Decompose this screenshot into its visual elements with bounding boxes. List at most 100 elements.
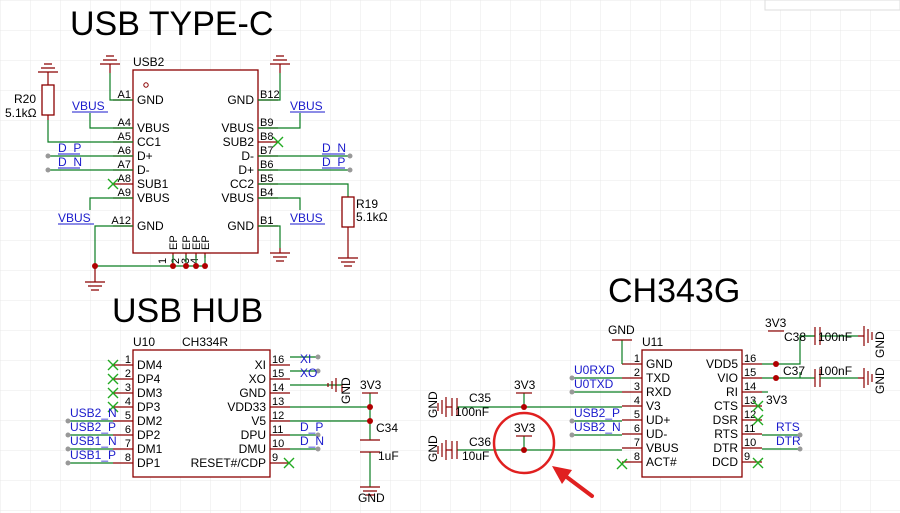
c36-value: 10uF <box>462 449 489 463</box>
pin-name: DP2 <box>137 428 161 442</box>
pin-number: 8 <box>125 452 131 464</box>
net-dtr: DTR <box>776 434 801 448</box>
net-usb2-n: USB2_N <box>70 406 117 420</box>
net-usb2-n: USB2_N <box>574 420 621 434</box>
net-3v3: 3V3 <box>514 378 536 392</box>
pin-name: DPU <box>241 428 266 442</box>
pin-name: GND <box>239 386 266 400</box>
pin-name: GND <box>137 93 164 107</box>
pin-number: A7 <box>118 159 131 171</box>
pin-number: 9 <box>744 451 750 463</box>
pin-number: 10 <box>272 438 284 450</box>
pin-name: UD+ <box>646 413 670 427</box>
pin-name: VBUS <box>221 191 254 205</box>
capacitor-c37[interactable]: C37 100nF <box>783 364 858 387</box>
c37-ref: C37 <box>783 364 805 378</box>
net-gnd: GND <box>873 331 887 358</box>
capacitor-c35[interactable]: C35 100nF <box>451 391 491 419</box>
pin-number: 2 <box>125 368 131 380</box>
net-d-p: D_P <box>300 420 323 434</box>
net-vbus: VBUS <box>290 99 323 113</box>
u10-part: CH334R <box>182 335 228 349</box>
pin-number: 1 <box>125 354 131 366</box>
net-gnd: GND <box>426 391 440 418</box>
net-gnd: GND <box>873 367 887 394</box>
pin-number: 11 <box>744 423 755 435</box>
pin-name: DM2 <box>137 414 163 428</box>
pin-number: 15 <box>272 368 284 380</box>
resistor-r20[interactable]: R20 5.1kΩ <box>5 80 55 120</box>
pin-name: ACT# <box>646 455 677 469</box>
capacitor-c34[interactable]: C34 1uF <box>360 421 399 463</box>
no-connect-mark <box>107 373 119 385</box>
net-3v3: 3V3 <box>360 378 382 392</box>
c35-ref: C35 <box>469 391 491 405</box>
pin-number: A4 <box>118 117 131 129</box>
capacitor-c36[interactable]: C36 10uF <box>451 435 491 463</box>
no-connect-mark <box>752 457 764 469</box>
pin-number: 12 <box>272 410 284 422</box>
pin-name: VDD33 <box>227 400 266 414</box>
pin-number: 6 <box>125 424 131 436</box>
typec-wires <box>47 73 350 268</box>
pin-number: B1 <box>260 215 273 227</box>
pin-number: B5 <box>260 173 273 185</box>
panel-corner <box>764 0 900 11</box>
pin-number: A5 <box>118 131 131 143</box>
pin-number: A9 <box>118 187 131 199</box>
pin-name: DCD <box>712 455 738 469</box>
pin-name: RXD <box>646 385 672 399</box>
pin-number: 5 <box>125 410 131 422</box>
c34-ref: C34 <box>376 421 398 435</box>
pin-number: 4 <box>634 395 640 407</box>
pin-name: EP <box>200 235 212 250</box>
r19-ref: R19 <box>356 197 378 211</box>
pin-number: 1 <box>634 353 640 365</box>
no-connect-mark <box>107 401 119 413</box>
net-xo: XO <box>300 366 317 380</box>
title-usb-hub: USB HUB <box>112 292 263 330</box>
hub-junctions <box>367 404 373 424</box>
net-gnd: GND <box>358 491 385 505</box>
c37-value: 100nF <box>818 364 852 378</box>
net-3v3: 3V3 <box>766 393 788 407</box>
pin-name: XI <box>255 358 266 372</box>
net-rts: RTS <box>776 420 800 434</box>
ch343-endpoints <box>569 375 803 452</box>
pin-number: 13 <box>744 395 756 407</box>
net-u0rxd: U0RXD <box>574 363 615 377</box>
capacitor-c38[interactable]: C38 100nF <box>784 327 858 345</box>
net-endpoints <box>45 153 353 173</box>
pin1-marker <box>143 82 149 88</box>
pin-name: VBUS <box>646 441 679 455</box>
usb2-body <box>132 69 259 254</box>
pin-name: DTR <box>713 441 738 455</box>
pin-name: GND <box>227 219 254 233</box>
pin-number: 14 <box>272 382 284 394</box>
pin-name: UD- <box>646 427 667 441</box>
no-connect-mark <box>283 457 295 469</box>
pin-number: 9 <box>272 452 278 464</box>
pin-number: 10 <box>744 437 756 449</box>
net-usb2-p: USB2_P <box>70 420 116 434</box>
r20-value: 5.1kΩ <box>5 106 37 120</box>
resistor-r19[interactable]: R19 5.1kΩ <box>341 196 388 255</box>
pin-name: DM3 <box>137 386 163 400</box>
hub-endpoints <box>65 354 321 466</box>
pin-number: 2 <box>170 258 182 264</box>
net-d-p: D_P <box>322 155 345 169</box>
pin-number: 11 <box>272 424 283 436</box>
net-3v3: 3V3 <box>514 421 536 435</box>
no-connect-mark <box>107 387 119 399</box>
no-connect-mark <box>752 400 764 412</box>
no-connect-mark <box>752 414 764 426</box>
pin-name: D+ <box>238 163 254 177</box>
pin-number: 15 <box>744 367 756 379</box>
pin-name: TXD <box>646 371 670 385</box>
pin-number: 3 <box>125 382 131 394</box>
c36-ref: C36 <box>469 435 491 449</box>
pin-name: CTS <box>714 399 738 413</box>
